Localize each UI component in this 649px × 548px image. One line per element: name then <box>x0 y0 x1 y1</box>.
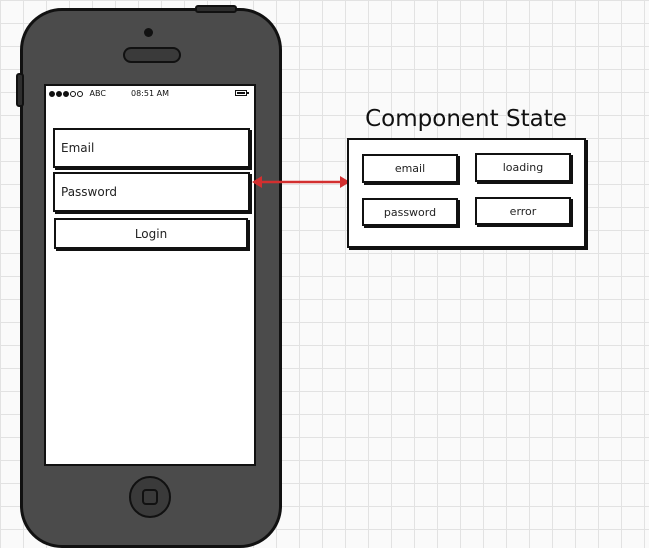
email-field-label: Email <box>61 141 95 155</box>
status-time: 08:51 AM <box>131 89 169 98</box>
home-button <box>129 476 171 518</box>
phone-side-button <box>16 73 24 107</box>
phone-top-button <box>195 5 237 13</box>
state-item-error: error <box>475 197 571 225</box>
signal-strength-icon: ABC <box>49 86 106 102</box>
arrow-head-right <box>340 176 350 188</box>
phone-screen: ABC 08:51 AM Email Password Login <box>44 84 256 466</box>
double-arrow-connector <box>252 176 350 188</box>
component-state-title: Component State <box>365 106 567 132</box>
carrier-name: ABC <box>89 89 106 98</box>
phone-earpiece <box>123 47 181 63</box>
state-item-label: error <box>509 204 537 218</box>
password-field-label: Password <box>61 185 118 199</box>
state-item-label: email <box>394 162 426 175</box>
state-item-label: password <box>383 205 437 219</box>
battery-icon <box>235 90 249 96</box>
password-field[interactable]: Password <box>53 172 250 212</box>
state-item-password: password <box>362 198 458 226</box>
home-square-icon <box>142 489 158 505</box>
component-state-box: email loading password error <box>347 138 586 248</box>
state-item-label: loading <box>502 161 544 174</box>
phone-camera <box>144 28 153 37</box>
email-field[interactable]: Email <box>53 128 250 168</box>
login-button-label: Login <box>134 226 168 241</box>
arrow-head-left <box>252 176 262 188</box>
login-button[interactable]: Login <box>54 218 248 249</box>
status-bar: ABC 08:51 AM <box>46 86 254 102</box>
state-item-loading: loading <box>475 153 571 182</box>
phone-mockup: ABC 08:51 AM Email Password Login <box>16 5 282 548</box>
state-item-email: email <box>362 154 458 183</box>
